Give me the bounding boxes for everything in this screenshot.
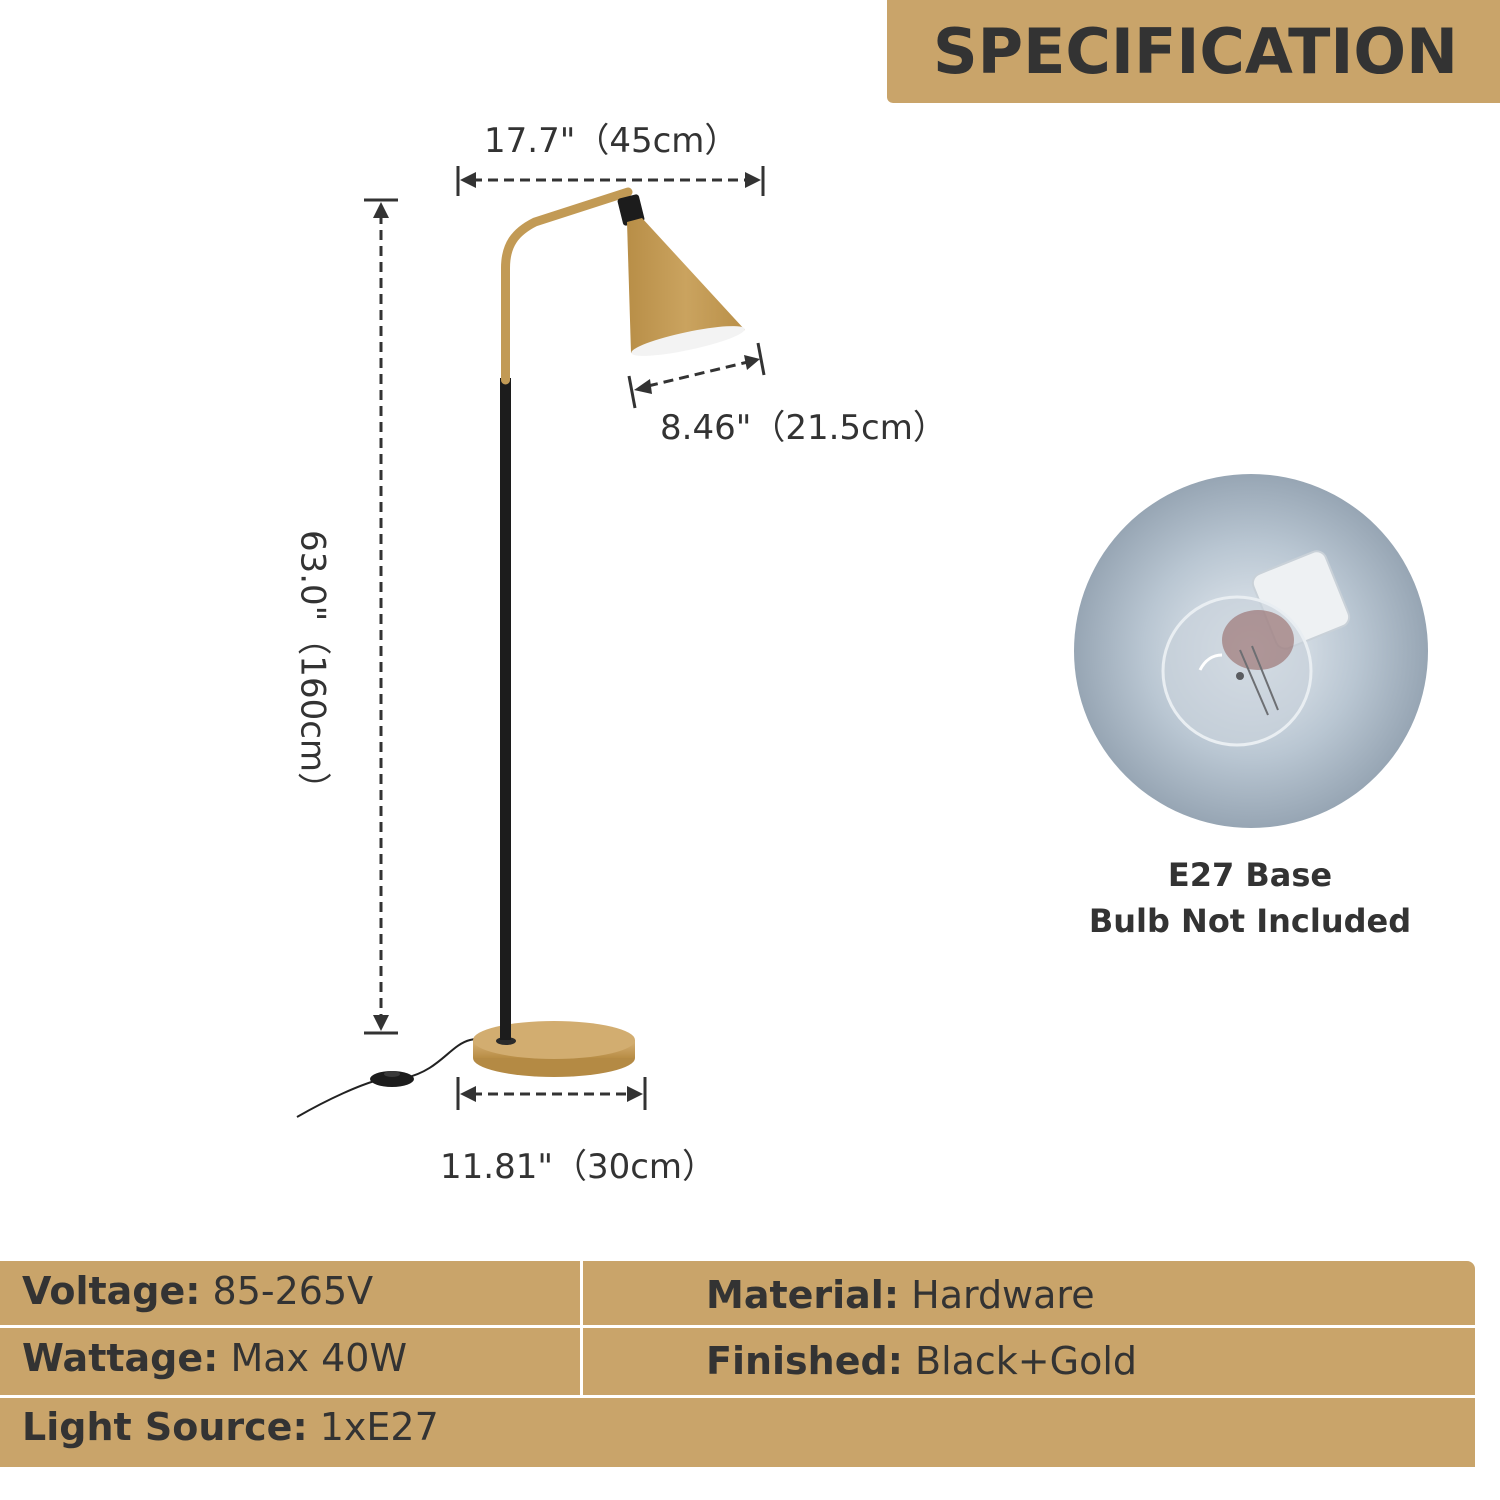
spec-row-divider <box>0 1325 1475 1328</box>
spec-material-label: Material: <box>706 1273 900 1317</box>
dimension-label-shade-width: 8.46"（21.5cm） <box>660 408 947 448</box>
spec-table: Voltage: 85-265V Material: Hardware Watt… <box>0 1261 1475 1467</box>
spec-wattage-value: Max 40W <box>230 1336 408 1380</box>
spec-finished-label: Finished: <box>706 1339 903 1383</box>
lamp-pole <box>500 378 511 1040</box>
spec-light-source-value: 1xE27 <box>319 1405 439 1449</box>
foot-switch-icon <box>370 1071 414 1087</box>
spec-material: Material: Hardware <box>706 1273 1095 1317</box>
banner-title: SPECIFICATION <box>932 15 1459 88</box>
bulb-caption-line2: Bulb Not Included <box>1088 902 1412 940</box>
lamp-base <box>473 1021 635 1077</box>
lamp-shade <box>617 194 745 356</box>
dimension-line-base <box>456 1077 647 1110</box>
spec-light-source: Light Source: 1xE27 <box>22 1405 439 1449</box>
lamp-arm <box>501 187 633 385</box>
spec-voltage-value: 85-265V <box>212 1269 374 1313</box>
dimension-line-shade <box>627 342 766 409</box>
spec-finished-value: Black+Gold <box>915 1339 1138 1383</box>
spec-finished: Finished: Black+Gold <box>706 1339 1137 1383</box>
spec-wattage-label: Wattage: <box>22 1336 219 1380</box>
bulb-caption: E27 Base Bulb Not Included <box>1050 852 1450 944</box>
spec-light-source-label: Light Source: <box>22 1405 308 1449</box>
spec-material-value: Hardware <box>911 1273 1095 1317</box>
bulb-closeup-image <box>1074 474 1428 828</box>
spec-column-divider <box>580 1261 583 1398</box>
bulb-caption-line1: E27 Base <box>1167 856 1333 894</box>
spec-banner: SPECIFICATION <box>887 0 1500 103</box>
dimension-line-top <box>456 166 765 196</box>
dimension-label-top-width: 17.7"（45cm） <box>484 121 739 161</box>
spec-row-divider <box>0 1395 1475 1398</box>
spec-wattage: Wattage: Max 40W <box>22 1336 407 1380</box>
dimension-label-base-width: 11.81"（30cm） <box>440 1147 717 1187</box>
lamp-drawing <box>296 166 1428 1118</box>
spec-voltage: Voltage: 85-265V <box>22 1269 373 1313</box>
dimension-label-height: 63.0"（160cm） <box>292 529 333 807</box>
spec-voltage-label: Voltage: <box>22 1269 201 1313</box>
dimension-line-height <box>364 198 398 1035</box>
